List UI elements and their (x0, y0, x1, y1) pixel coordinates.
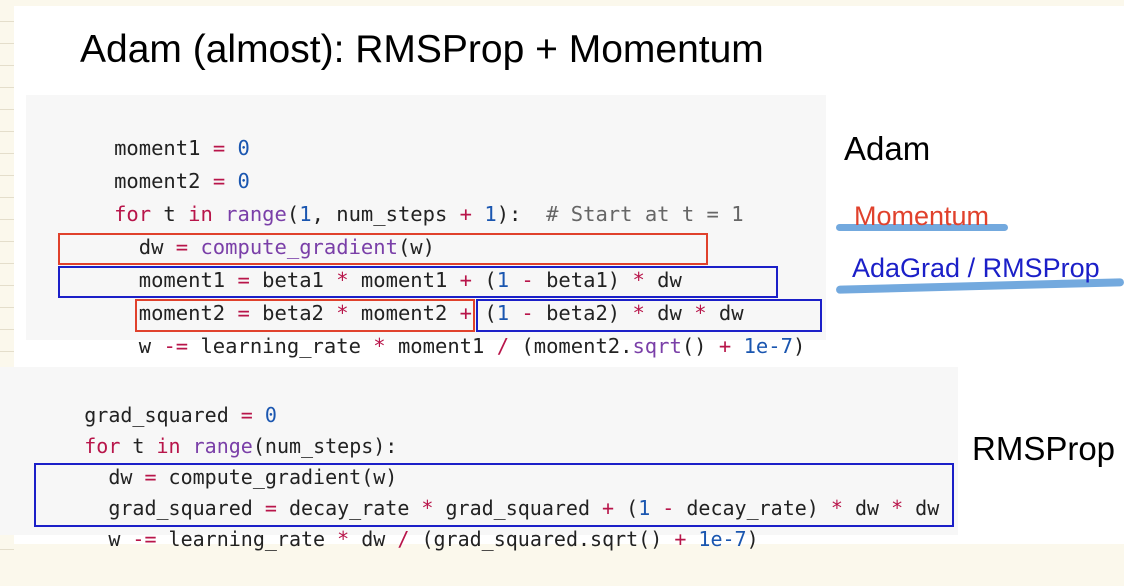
slide-title: Adam (almost): RMSProp + Momentum (80, 28, 764, 72)
title-sub: (almost): RMSProp + Momentum (181, 28, 764, 71)
code-line-0: grad_squared = 0 (84, 403, 277, 427)
adam-label: Adam (844, 130, 931, 167)
code-line-0: moment1 = 0 (114, 136, 250, 160)
code-line-6: w -= learning_rate * moment1 / (moment2.… (114, 334, 806, 358)
title-main: Adam (80, 28, 182, 71)
rmsprop-label: RMSProp (972, 430, 1116, 467)
adam-code-panel: moment1 = 0 moment2 = 0 for t in range(1… (26, 95, 826, 358)
code-line-2: dw = compute_gradient(w) (84, 465, 398, 489)
code-line-2: for t in range(1, num_steps + 1): # Star… (114, 202, 744, 226)
code-line-4: w -= learning_rate * dw / (grad_squared.… (84, 527, 759, 551)
momentum-label: Momentum (854, 201, 990, 231)
adagrad-rmsprop-label: AdaGrad / RMSProp (852, 253, 1100, 283)
code-line-1: moment2 = 0 (114, 169, 250, 193)
slide: Adam (almost): RMSProp + Momentum moment… (0, 6, 1124, 551)
code-line-3: dw = compute_gradient(w) (114, 235, 435, 259)
momentum-highlight (836, 224, 1008, 231)
code-line-3: grad_squared = decay_rate * grad_squared… (84, 496, 940, 520)
code-line-1: for t in range(num_steps): (84, 434, 398, 458)
code-line-4: moment1 = beta1 * moment1 + (1 - beta1) … (114, 268, 682, 292)
code-line-5: moment2 = beta2 * moment2 + (1 - beta2) … (114, 301, 744, 325)
rmsprop-code-panel: grad_squared = 0 for t in range(num_step… (0, 367, 958, 551)
